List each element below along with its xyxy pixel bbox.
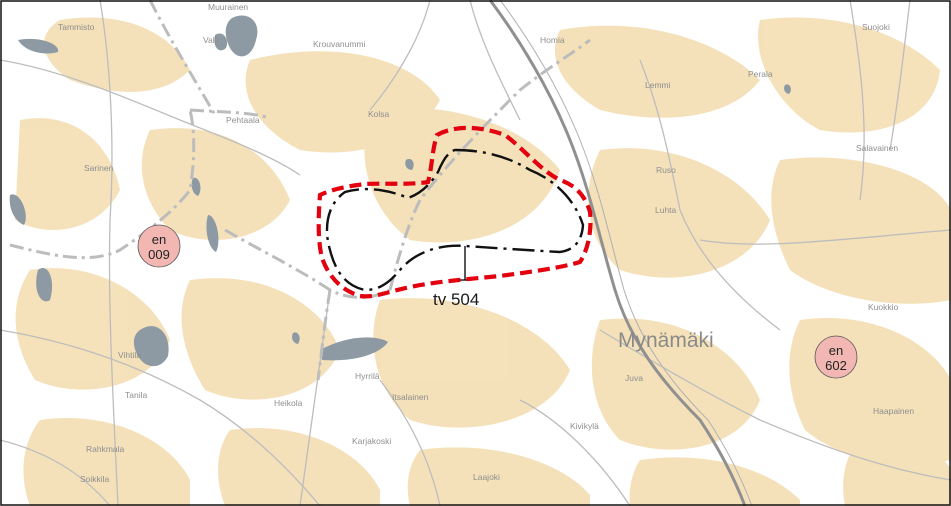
place-label: Vihtila bbox=[118, 350, 141, 360]
lake bbox=[9, 194, 26, 225]
place-label: Haapainen bbox=[873, 406, 914, 416]
place-names: Muurainen Tammisto Valli Krouvanummi Peh… bbox=[58, 2, 914, 484]
place-label: Laajoki bbox=[473, 472, 500, 482]
place-label: Krouvanummi bbox=[313, 39, 366, 49]
place-label: Heikola bbox=[274, 398, 303, 408]
place-label: Itsalainen bbox=[392, 392, 429, 402]
highway bbox=[488, 0, 747, 506]
place-label: Perala bbox=[748, 69, 773, 79]
en-602-marker[interactable]: en 602 bbox=[814, 335, 858, 379]
place-label: Kuokkio bbox=[868, 302, 899, 312]
marker-circle bbox=[137, 224, 181, 268]
place-label: Salavainen bbox=[856, 143, 898, 153]
place-label: Kivikylä bbox=[570, 421, 599, 431]
place-label: Homia bbox=[540, 35, 565, 45]
lakes bbox=[9, 15, 791, 367]
place-label: Rahkmala bbox=[86, 444, 125, 454]
lake bbox=[206, 215, 219, 252]
annotation-label: tv 504 bbox=[433, 290, 479, 309]
municipal-border bbox=[9, 0, 591, 381]
place-label: Hyrrilä bbox=[355, 371, 380, 381]
place-label: Valli bbox=[203, 35, 219, 45]
en-009-marker[interactable]: en 009 bbox=[137, 224, 181, 268]
place-label: Tanila bbox=[125, 390, 147, 400]
lake bbox=[214, 33, 228, 51]
marker-line1: en bbox=[829, 343, 843, 358]
place-label: Pehtaala bbox=[226, 115, 260, 125]
marker-line2: 009 bbox=[148, 247, 170, 262]
lake bbox=[36, 268, 53, 302]
place-label: Luhta bbox=[655, 205, 677, 215]
region-label: Mynämäki bbox=[618, 329, 714, 352]
lake bbox=[405, 158, 414, 170]
lake bbox=[784, 84, 791, 94]
lake bbox=[292, 332, 300, 344]
marker-line1: en bbox=[152, 232, 166, 247]
marker-circle bbox=[814, 335, 858, 379]
lake bbox=[133, 326, 169, 367]
place-label: Tammisto bbox=[58, 22, 95, 32]
place-label: Ruso bbox=[656, 165, 676, 175]
place-label: Juva bbox=[625, 373, 643, 383]
lake bbox=[225, 15, 258, 57]
place-label: Lemmi bbox=[645, 80, 671, 90]
place-label: Suojoki bbox=[862, 22, 890, 32]
lake bbox=[191, 177, 201, 196]
place-label: Kolsa bbox=[368, 109, 390, 119]
marker-line2: 602 bbox=[825, 358, 847, 373]
lake bbox=[18, 38, 59, 54]
highway-edge bbox=[499, 0, 753, 506]
place-label: Karjakoski bbox=[352, 436, 391, 446]
area-outline bbox=[325, 148, 585, 292]
place-label: Soikkila bbox=[80, 474, 110, 484]
place-label: Muurainen bbox=[208, 2, 248, 12]
place-label: Sarinen bbox=[84, 163, 114, 173]
lake bbox=[320, 337, 388, 361]
